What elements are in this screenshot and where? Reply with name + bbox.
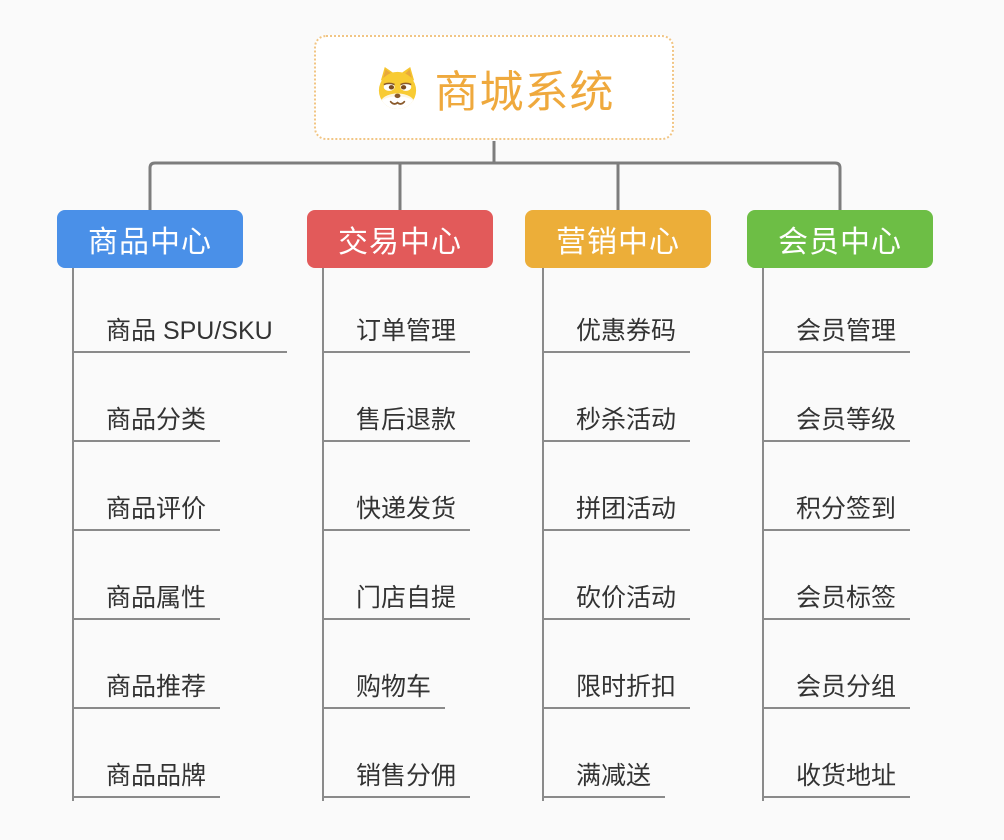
- root-node[interactable]: 商城系统: [314, 35, 674, 140]
- leaf-node[interactable]: 积分签到: [762, 491, 911, 531]
- trunk-line: [762, 268, 764, 801]
- branch-node-marketing-center[interactable]: 营销中心: [525, 210, 711, 268]
- leaf-node[interactable]: 拼团活动: [542, 491, 691, 531]
- branch-node-trade-center[interactable]: 交易中心: [307, 210, 493, 268]
- leaf-node[interactable]: 商品分类: [72, 402, 221, 442]
- leaf-node[interactable]: 商品属性: [72, 580, 221, 620]
- doge-icon: [378, 66, 416, 110]
- leaf-node[interactable]: 秒杀活动: [542, 402, 691, 442]
- root-title: 商城系统: [434, 67, 615, 117]
- leaf-node[interactable]: 商品推荐: [72, 669, 221, 709]
- branch-node-member-center[interactable]: 会员中心: [747, 210, 933, 268]
- leaf-node[interactable]: 会员分组: [762, 669, 911, 709]
- trunk-line: [542, 268, 544, 801]
- leaf-node[interactable]: 快递发货: [322, 491, 471, 531]
- leaf-node[interactable]: 会员标签: [762, 580, 911, 620]
- leaf-node[interactable]: 限时折扣: [542, 669, 691, 709]
- leaf-node[interactable]: 购物车: [322, 669, 446, 709]
- leaf-node[interactable]: 会员等级: [762, 402, 911, 442]
- leaf-node[interactable]: 门店自提: [322, 580, 471, 620]
- leaf-node[interactable]: 订单管理: [322, 313, 471, 353]
- trunk-line: [72, 268, 74, 801]
- leaf-node[interactable]: 优惠券码: [542, 313, 691, 353]
- leaf-node[interactable]: 商品品牌: [72, 758, 221, 798]
- leaf-node[interactable]: 砍价活动: [542, 580, 691, 620]
- leaf-node[interactable]: 满减送: [542, 758, 666, 798]
- leaf-node[interactable]: 商品 SPU/SKU: [72, 313, 287, 353]
- trunk-line: [322, 268, 324, 801]
- leaf-node[interactable]: 销售分佣: [322, 758, 471, 798]
- leaf-node[interactable]: 收货地址: [762, 758, 911, 798]
- leaf-node[interactable]: 会员管理: [762, 313, 911, 353]
- branch-node-product-center[interactable]: 商品中心: [57, 210, 243, 268]
- leaf-node[interactable]: 售后退款: [322, 402, 471, 442]
- leaf-node[interactable]: 商品评价: [72, 491, 221, 531]
- branch-bracket-line: [148, 161, 842, 210]
